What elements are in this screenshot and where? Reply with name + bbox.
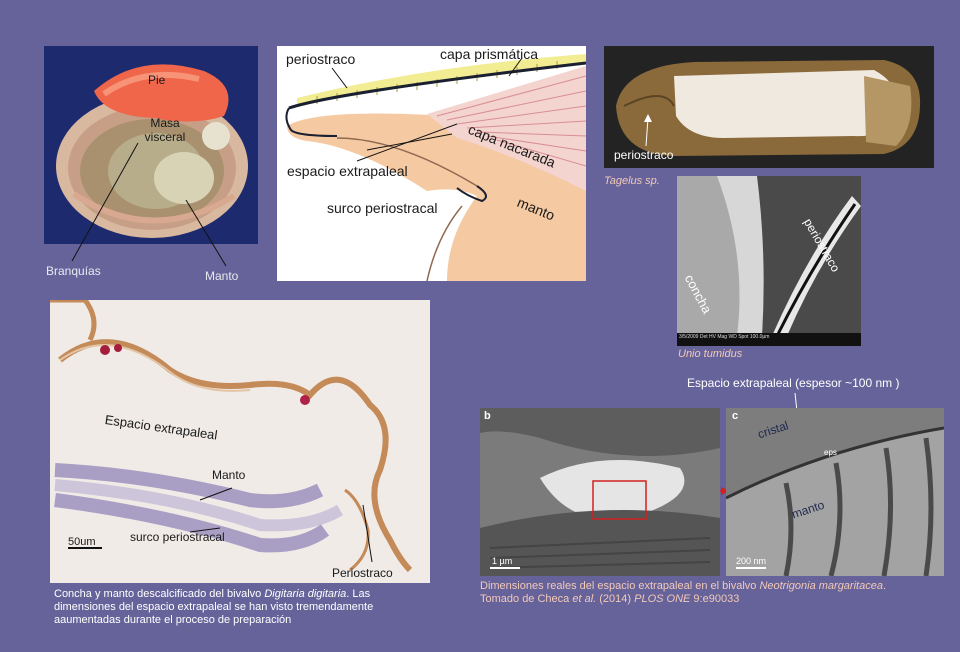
scale-bar-label-b: 1 µm bbox=[492, 556, 513, 566]
caption-histology-species: Digitaria digitaria bbox=[264, 588, 347, 600]
label-eps: eps bbox=[824, 448, 837, 457]
label-periostraco-tagelus: periostraco bbox=[614, 148, 674, 162]
label-masa-visceral: Masa visceral bbox=[144, 116, 186, 144]
tagelus-photo-panel: periostraco bbox=[604, 46, 934, 168]
unio-sem-image bbox=[677, 176, 861, 346]
tem-image-b bbox=[480, 408, 720, 576]
caption-tagelus: Tagelus sp. bbox=[604, 175, 660, 187]
scale-bar-label-c: 200 nm bbox=[736, 556, 767, 566]
unio-sem-panel: concha periostraco 3/5/2009 Det HV Mag W… bbox=[677, 176, 861, 346]
label-periostraco-histology: Periostraco bbox=[332, 566, 393, 580]
caption-histology-part1: Concha y manto descalcificado del bivalv… bbox=[54, 588, 265, 600]
tem-panel-b-letter: b bbox=[484, 410, 491, 422]
caption-histology: Concha y manto descalcificado del bivalv… bbox=[54, 588, 434, 627]
label-manto-histology: Manto bbox=[212, 468, 246, 482]
label-branquias: Branquías bbox=[46, 264, 101, 278]
clam-photo-panel: Pie Masa visceral bbox=[44, 46, 258, 244]
caption-tem-part4: 9:e90033 bbox=[690, 593, 740, 605]
tem-panel-c-letter: c bbox=[732, 410, 739, 422]
label-pie: Pie bbox=[148, 73, 166, 87]
caption-histology-part2: . Las dimensiones del espacio extrapalea… bbox=[54, 588, 374, 626]
label-surco-periostracal-diagram: surco periostracal bbox=[327, 200, 438, 216]
tem-image-c bbox=[726, 408, 944, 576]
scale-bar-label-histology: 50um bbox=[68, 536, 96, 548]
tem-panel-b: b 1 µm bbox=[480, 408, 720, 576]
caption-tem: Dimensiones reales del espacio extrapale… bbox=[480, 580, 900, 606]
histology-panel: Espacio extrapaleal Manto surco periostr… bbox=[50, 300, 430, 583]
label-espacio-extrapaleal-diagram: espacio extrapaleal bbox=[287, 163, 408, 179]
caption-tem-part1: Dimensiones reales del espacio extrapale… bbox=[480, 580, 760, 592]
schematic-diagram bbox=[285, 54, 586, 281]
label-capa-prismatica: capa prismática bbox=[440, 46, 539, 62]
caption-tem-part2: . Tomado de Checa bbox=[480, 580, 887, 605]
caption-tem-species: Neotrigonia margaritacea bbox=[759, 580, 883, 592]
label-periostraco-diagram: periostraco bbox=[286, 51, 356, 67]
label-espacio-extrapaleal-tem: Espacio extrapaleal (espesor ~100 nm ) bbox=[687, 376, 900, 390]
caption-tem-etal: et al. bbox=[572, 593, 597, 605]
tem-panel-c: c cristal eps manto 200 nm bbox=[726, 408, 944, 576]
histology-image bbox=[50, 300, 413, 573]
caption-tem-part3: (2014) bbox=[596, 593, 635, 605]
label-manto-clam: Manto bbox=[205, 269, 239, 283]
caption-tem-journal: PLOS ONE bbox=[634, 593, 691, 605]
tagelus-photo bbox=[616, 60, 921, 156]
schematic-diagram-panel: periostraco capa prismática capa nacarad… bbox=[277, 46, 586, 281]
label-surco-periostracal-histology: surco periostracal bbox=[130, 530, 225, 544]
caption-unio: Unio tumidus bbox=[678, 348, 743, 360]
sem-info-bar: 3/5/2009 Det HV Mag WD Spot 100.0µm bbox=[679, 334, 770, 340]
